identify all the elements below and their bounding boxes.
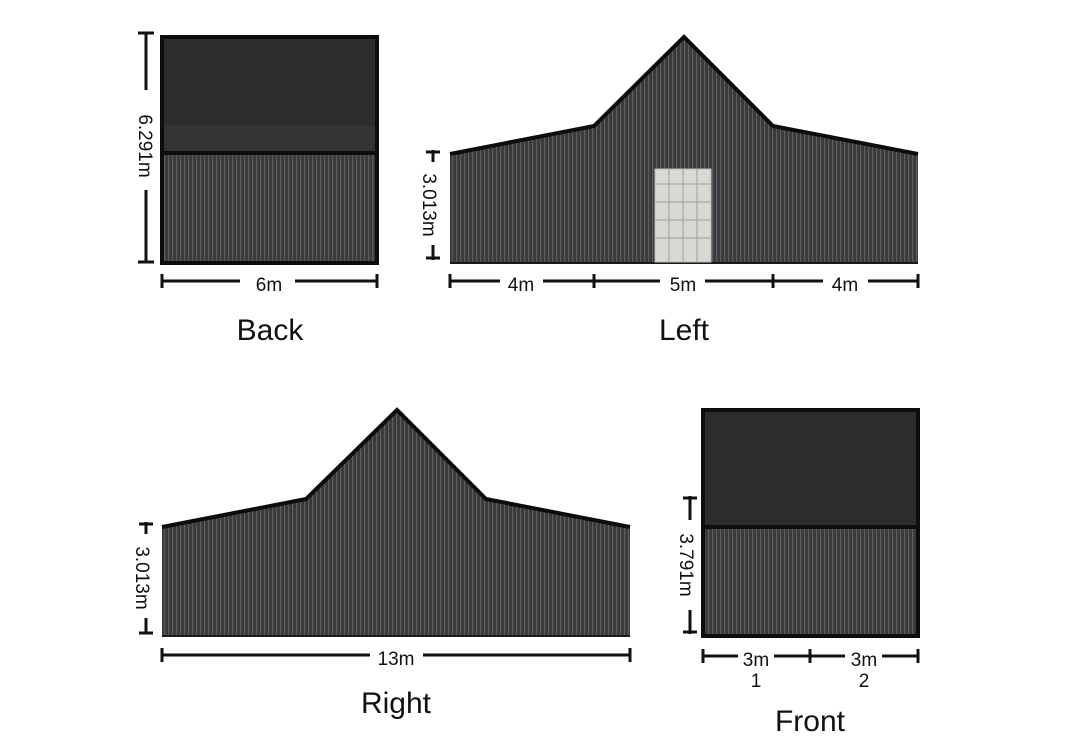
front-wall-cladding	[703, 527, 918, 636]
back-height-dimension	[138, 31, 154, 264]
right-view-title: Right	[361, 687, 432, 720]
front-outline	[701, 408, 920, 638]
right-height-label: 3.013m	[131, 546, 152, 609]
back-elevation: 6.291m 6m Back	[134, 31, 379, 347]
left-elevation: 3.013m 4m 5m 4m Left	[418, 34, 920, 347]
right-width-dimension	[160, 648, 632, 662]
back-width-dimension	[160, 274, 379, 288]
front-segment-label-2: 3m	[851, 650, 877, 671]
back-outline	[160, 35, 379, 265]
left-view-title: Left	[659, 314, 710, 347]
front-segment-label-1: 3m	[743, 650, 769, 671]
front-height-dimension	[683, 496, 697, 634]
left-roofline	[449, 34, 919, 156]
right-roofline	[161, 407, 631, 529]
left-height-label: 3.013m	[418, 173, 439, 236]
front-bay-number-1: 1	[751, 671, 762, 692]
left-segment-label-1: 4m	[508, 275, 534, 296]
back-height-label: 6.291m	[134, 114, 155, 177]
left-height-dimension	[426, 150, 440, 260]
right-width-label: 13m	[378, 649, 415, 670]
front-elevation: 3.791m 3m 3m 1 2 Front	[675, 408, 920, 738]
front-width-dimension	[701, 649, 920, 663]
left-door	[654, 168, 712, 263]
front-view-title: Front	[775, 705, 846, 738]
left-segment-label-3: 4m	[832, 275, 858, 296]
back-view-title: Back	[237, 314, 305, 347]
right-wall-cladding	[162, 410, 630, 636]
back-upper-panel-shade	[162, 125, 377, 153]
back-wall-cladding	[162, 153, 377, 263]
back-width-label: 6m	[256, 275, 282, 296]
right-height-dimension	[139, 522, 153, 635]
front-bay-number-2: 2	[859, 671, 870, 692]
left-wall-cladding	[450, 37, 918, 263]
left-segment-label-2: 5m	[670, 275, 696, 296]
front-height-label: 3.791m	[675, 533, 696, 596]
front-upper-panel	[703, 410, 918, 527]
left-width-dimension	[448, 274, 920, 288]
right-elevation: 3.013m 13m Right	[131, 407, 632, 720]
